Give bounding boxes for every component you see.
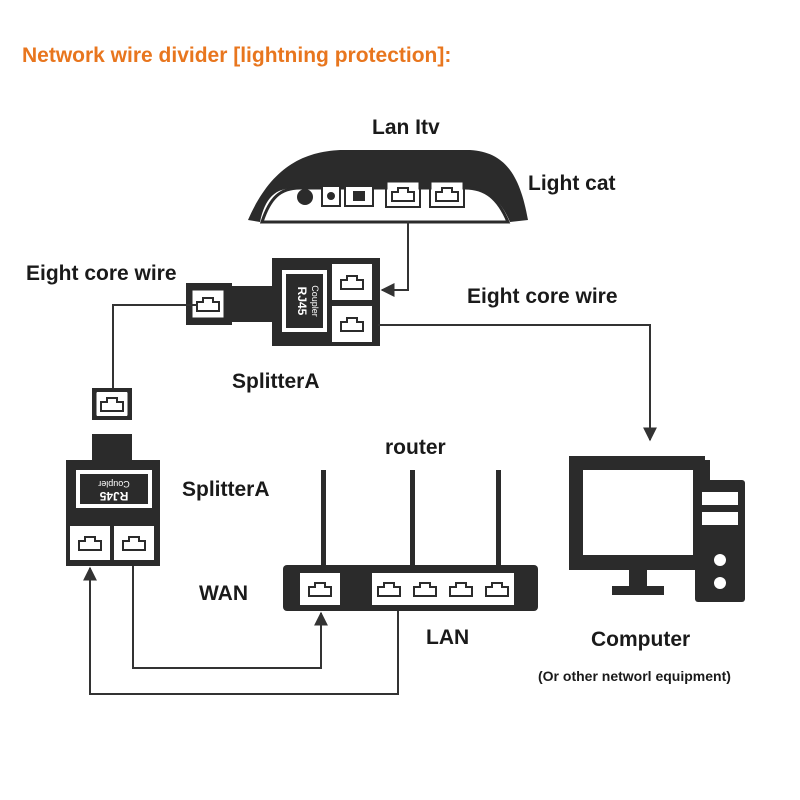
- label-router: router: [385, 436, 446, 459]
- label-lan: LAN: [426, 626, 470, 649]
- label-light-cat: Light cat: [528, 172, 616, 195]
- splitter-top-type: Coupler: [310, 285, 320, 317]
- splitter-mid-type: Coupler: [98, 479, 130, 489]
- splitter-top-port-1: [336, 270, 368, 294]
- label-computer-note: (Or other networl equipment): [538, 668, 731, 684]
- cable-splitter-top-to-mid: [112, 304, 198, 388]
- router-antenna-2: [410, 470, 415, 568]
- label-computer: Computer: [591, 628, 691, 651]
- router-antenna-1: [321, 470, 326, 568]
- label-eight-core-wire-left: Eight core wire: [26, 262, 177, 285]
- cable-splitter-to-computer: [378, 324, 657, 442]
- diagram-title: Network wire divider [lightning protecti…: [22, 44, 452, 67]
- splitter-mid: RJ45 Coupler: [66, 388, 160, 566]
- router-lan-port-1: [373, 577, 405, 601]
- cables: [83, 221, 657, 695]
- label-splitter-top: SplitterA: [232, 370, 320, 393]
- cable-modem-to-splitter: [380, 221, 409, 297]
- router-wan-port: [304, 577, 336, 601]
- splitter-top-port-2: [336, 312, 368, 336]
- computer: [569, 456, 745, 602]
- computer-screen: [583, 470, 693, 555]
- splitter-mid-port-2: [118, 531, 150, 555]
- splitter-mid-brand: RJ45: [99, 489, 128, 503]
- router-lan-port-4: [481, 577, 513, 601]
- cable-splitter-to-wan: [132, 566, 328, 669]
- label-wan: WAN: [199, 582, 248, 605]
- splitter-mid-port-1: [74, 531, 106, 555]
- modem-lan-port-2: [431, 182, 463, 206]
- router-antenna-3: [496, 470, 501, 568]
- modem-power-jack: [297, 189, 313, 205]
- computer-stand: [629, 568, 647, 586]
- splitter-top-brand: RJ45: [295, 287, 309, 316]
- router-lan-port-2: [409, 577, 441, 601]
- cable-lan-to-splitter: [83, 566, 399, 695]
- light-cat-modem: [248, 150, 528, 224]
- router-lan-port-3: [445, 577, 477, 601]
- label-splitter-mid: SplitterA: [182, 478, 270, 501]
- computer-tower: [695, 480, 745, 602]
- router: [283, 470, 538, 611]
- label-eight-core-wire-right: Eight core wire: [467, 285, 618, 308]
- modem-lan-port-1: [387, 182, 419, 206]
- splitter-top: RJ45 Coupler: [186, 258, 380, 346]
- label-lan-itv: Lan Itv: [372, 116, 440, 139]
